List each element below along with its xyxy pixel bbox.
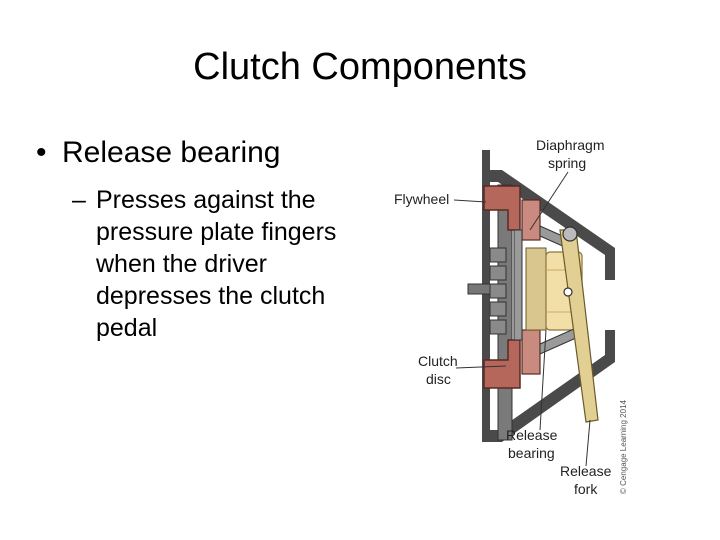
copyright-text: © Cengage Learning 2014 (619, 399, 628, 494)
label-clutch-disc-1: Clutch (418, 353, 458, 369)
slide-title: Clutch Components (193, 46, 527, 88)
subbullet-text: Presses against the pressure plate finge… (96, 186, 337, 342)
label-flywheel: Flywheel (394, 191, 449, 207)
clutch-disc (513, 229, 523, 341)
label-diaphragm-1: Diaphragm (536, 137, 604, 153)
damper-springs (489, 247, 507, 335)
fork-pin (563, 287, 573, 297)
label-release-fork-1: Release (560, 463, 612, 479)
clutch-hub (525, 247, 547, 331)
label-clutch-disc-2: disc (426, 371, 451, 387)
bullet-dot: • (36, 136, 47, 169)
subbullet-dash: – (72, 186, 86, 214)
clutch-diagram: Diaphragm spring Flywheel Clutch disc Re… (394, 137, 628, 497)
label-release-bearing-1: Release (506, 427, 558, 443)
input-shaft (467, 283, 491, 295)
subbullet-description: – Presses against the pressure plate fin… (72, 184, 372, 344)
bullet-release-bearing: • Release bearing (36, 134, 280, 172)
label-release-bearing-2: bearing (508, 445, 555, 461)
bullet-text: Release bearing (62, 136, 281, 169)
label-release-fork-2: fork (574, 481, 598, 497)
pressure-plate-bottom (521, 329, 541, 375)
leader-lines (453, 171, 591, 467)
label-diaphragm-2: spring (548, 155, 586, 171)
clutch-housing (482, 150, 615, 442)
fork-pivot (562, 226, 578, 242)
flywheel-top (483, 185, 521, 231)
pressure-plate-top (521, 199, 541, 241)
